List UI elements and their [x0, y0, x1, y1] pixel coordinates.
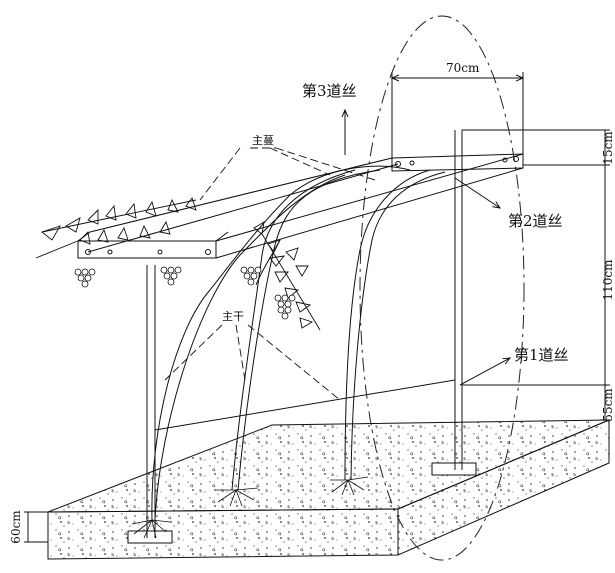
dim-60cm: 60cm	[9, 510, 23, 544]
roots	[131, 476, 369, 539]
wire1-label: 第1道丝	[514, 346, 569, 364]
wire3-label: 第3道丝	[302, 82, 357, 100]
cross-section-ellipse	[359, 15, 525, 561]
dim-55cm: 55cm	[601, 388, 615, 422]
front-post	[146, 265, 156, 538]
trunk-label: 主干	[222, 310, 244, 323]
back-post	[454, 130, 463, 470]
dim-15cm: 15cm	[601, 131, 615, 165]
dim-70cm: 70cm	[446, 61, 480, 75]
grape-leaves	[35, 197, 321, 331]
dim-110cm: 110cm	[601, 259, 615, 301]
wire2-label: 第2道丝	[508, 212, 563, 230]
grape-clusters	[74, 266, 296, 320]
concrete-base	[47, 419, 610, 560]
main-vine-leaders	[199, 147, 376, 201]
dimension-lines	[24, 72, 610, 543]
main-vine-label: 主蔓	[252, 133, 274, 147]
trellis-wires	[87, 153, 524, 431]
wire-callouts	[345, 110, 510, 386]
grape-vines	[151, 165, 446, 521]
back-crossarm	[391, 153, 524, 172]
trunk-leaders	[164, 324, 341, 401]
